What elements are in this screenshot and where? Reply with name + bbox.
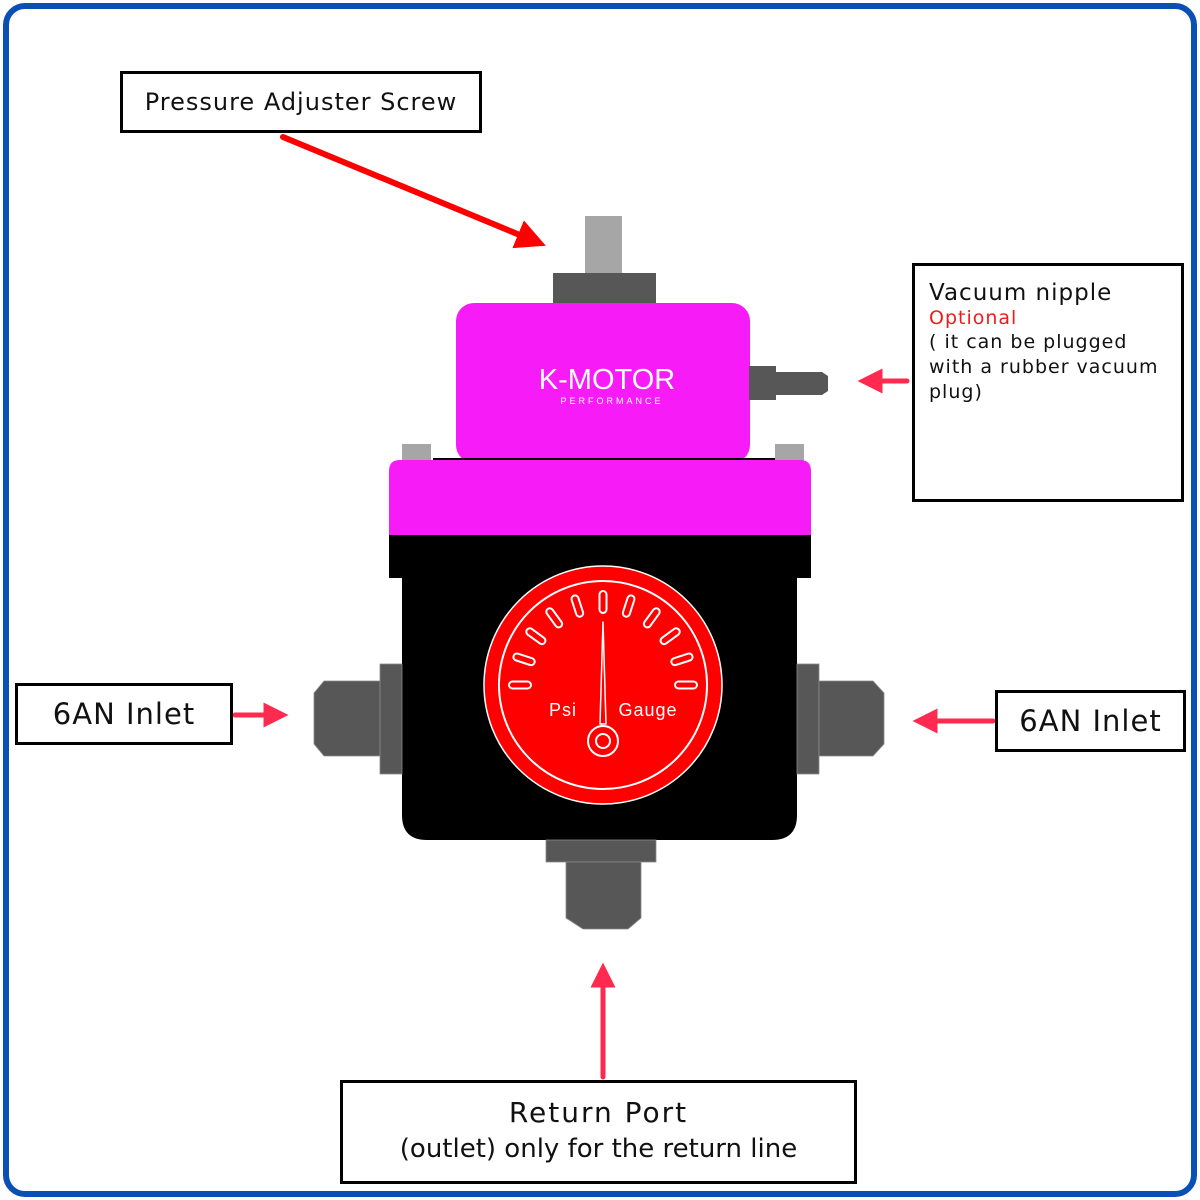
- regulator-top-cap: [456, 303, 750, 463]
- gauge-tick: [598, 590, 608, 614]
- return-port-title: Return Port: [508, 1096, 689, 1129]
- label-left-inlet: 6AN Inlet: [15, 683, 233, 745]
- left-inlet-text: 6AN Inlet: [52, 697, 196, 731]
- vacuum-nipple-hex: [749, 366, 776, 400]
- right-inlet-fitting: [818, 680, 885, 757]
- vacuum-note-line-2: with a rubber vacuum: [929, 356, 1159, 378]
- right-inlet-flange: [796, 663, 820, 775]
- gauge-tick: [512, 652, 536, 667]
- gauge-tick: [670, 652, 694, 667]
- brand-logo: K-MOTOR: [539, 364, 675, 396]
- return-port-fitting: [565, 861, 642, 930]
- label-right-inlet: 6AN Inlet: [995, 690, 1186, 752]
- bolt-right: [775, 444, 804, 462]
- gauge-tick: [570, 594, 585, 618]
- psi-gauge: Psi Gauge: [483, 565, 723, 805]
- gauge-tick: [642, 607, 661, 629]
- gauge-tick: [659, 627, 681, 646]
- gauge-tick: [525, 627, 547, 646]
- return-port-note: (outlet) only for the return line: [399, 1134, 798, 1164]
- brand-subtitle: PERFORMANCE: [560, 396, 663, 406]
- adjuster-locknut: [553, 273, 656, 305]
- gauge-needle: [599, 621, 607, 725]
- return-port-flange: [545, 839, 657, 863]
- vacuum-title: Vacuum nipple: [929, 280, 1113, 306]
- left-inlet-fitting: [313, 680, 381, 757]
- gauge-tick: [545, 607, 564, 629]
- bolt-left: [402, 444, 431, 462]
- gauge-tick: [508, 680, 532, 690]
- vacuum-note-line-3: plug): [929, 381, 983, 403]
- left-inlet-flange: [379, 663, 403, 775]
- label-return-port: Return Port (outlet) only for the return…: [340, 1080, 857, 1184]
- gauge-label-psi: Psi: [549, 700, 577, 720]
- adjuster-screw-shaft: [585, 216, 622, 274]
- vacuum-nipple-barb: [776, 372, 828, 395]
- pressure-adjuster-text: Pressure Adjuster Screw: [144, 88, 458, 116]
- vacuum-note-line-1: ( it can be plugged: [929, 331, 1128, 353]
- gauge-label-gauge: Gauge: [618, 700, 677, 720]
- label-pressure-adjuster: Pressure Adjuster Screw: [120, 71, 482, 133]
- right-inlet-text: 6AN Inlet: [1019, 704, 1162, 738]
- regulator-body-upper: [389, 460, 811, 536]
- label-vacuum-nipple: Vacuum nipple Optional ( it can be plugg…: [912, 263, 1184, 502]
- gauge-tick: [621, 594, 636, 618]
- vacuum-optional: Optional: [929, 307, 1018, 329]
- gauge-tick: [674, 680, 698, 690]
- arrow-adjuster: [280, 134, 546, 249]
